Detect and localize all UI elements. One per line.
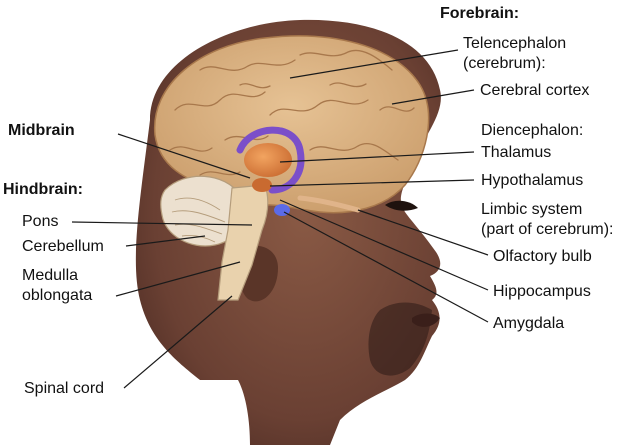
eye bbox=[385, 200, 418, 211]
beard-shading bbox=[368, 302, 432, 376]
hypothalamus bbox=[252, 178, 272, 192]
leader-midbrain bbox=[117, 133, 251, 179]
label-cerebral-cortex: Cerebral cortex bbox=[480, 82, 590, 99]
leader-cerebellum bbox=[125, 235, 206, 247]
leader-telencephalon bbox=[289, 49, 459, 79]
label-telencephalon-line2: (cerebrum): bbox=[463, 55, 546, 72]
label-spinal-cord: Spinal cord bbox=[24, 380, 105, 397]
leader-hypothalamus bbox=[269, 179, 475, 187]
thalamus bbox=[244, 143, 292, 177]
cerebellum-folia bbox=[171, 197, 226, 243]
label-thalamus: Thalamus bbox=[481, 144, 552, 161]
label-pons: Pons bbox=[22, 213, 59, 230]
lips bbox=[412, 313, 440, 327]
label-medulla-line1: Medulla bbox=[22, 267, 79, 284]
cerebellum bbox=[160, 175, 246, 247]
hindbrain-heading: Hindbrain: bbox=[3, 181, 83, 198]
label-hypothalamus: Hypothalamus bbox=[481, 172, 584, 189]
label-hippocampus: Hippocampus bbox=[493, 283, 591, 300]
label-telencephalon-line1: Telencephalon bbox=[463, 35, 567, 52]
leader-cerebral-cortex bbox=[391, 89, 475, 105]
label-olfactory-bulb: Olfactory bulb bbox=[493, 248, 592, 265]
label-diencephalon: Diencephalon: bbox=[481, 122, 584, 139]
leader-hippocampus bbox=[279, 199, 489, 291]
leader-lines bbox=[71, 49, 489, 389]
label-cerebellum: Cerebellum bbox=[22, 238, 104, 255]
olfactory-tract bbox=[297, 195, 361, 213]
leader-medulla bbox=[115, 261, 241, 297]
label-limbic-line1: Limbic system bbox=[481, 201, 583, 218]
leader-thalamus bbox=[279, 151, 475, 163]
leader-olfactory bbox=[357, 209, 489, 256]
forebrain-heading: Forebrain: bbox=[440, 5, 520, 22]
leader-amygdala bbox=[283, 211, 489, 323]
label-limbic-line2: (part of cerebrum): bbox=[481, 221, 614, 238]
label-medulla-line2: oblongata bbox=[22, 287, 93, 304]
leader-pons bbox=[71, 221, 253, 226]
leader-spinal-cord bbox=[123, 295, 233, 389]
label-amygdala: Amygdala bbox=[493, 315, 565, 332]
midbrain-heading: Midbrain bbox=[8, 122, 75, 139]
